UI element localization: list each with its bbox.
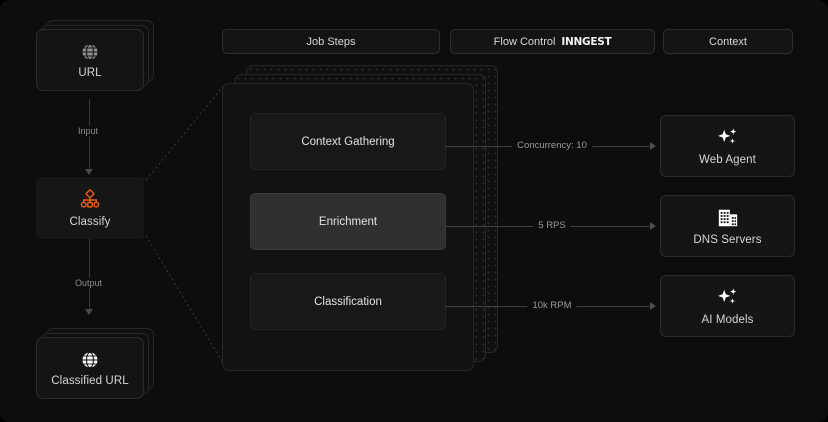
connector-arrow-rps (650, 222, 656, 230)
input-connector-label: Input (74, 126, 103, 136)
step-enrichment-label: Enrichment (318, 215, 378, 228)
classify-node-label: Classify (69, 215, 111, 228)
step-enrichment[interactable]: Enrichment (250, 193, 446, 250)
url-card-label: URL (78, 66, 102, 79)
tab-job-steps-label: Job Steps (306, 35, 356, 48)
connector-arrow-rpm (650, 302, 656, 310)
connector-label-rpm: 10k RPM (527, 300, 577, 311)
step-context-gathering-label: Context Gathering (301, 135, 395, 148)
classify-node[interactable]: Classify (36, 177, 144, 239)
tab-job-steps[interactable]: Job Steps (222, 29, 440, 54)
job-steps-panel: Context Gathering Enrichment Classificat… (222, 83, 474, 371)
output-connector-arrow (85, 309, 93, 315)
server-building-icon (716, 207, 740, 229)
classify-hierarchy-icon (79, 188, 101, 211)
sparkles-icon (715, 127, 741, 149)
resource-card-dns-servers[interactable]: DNS Servers (660, 195, 795, 257)
job-steps-panel-stack: Context Gathering Enrichment Classificat… (222, 65, 512, 371)
sparkles-icon (715, 287, 741, 309)
resource-card-dns-servers-label: DNS Servers (693, 233, 762, 246)
tab-context-label: Context (709, 35, 747, 48)
classified-url-card-stack[interactable]: Classified URL (36, 328, 154, 401)
classified-url-card-label: Classified URL (51, 374, 129, 387)
tab-flow-control-label: Flow Control (493, 35, 556, 48)
output-connector-label: Output (71, 278, 107, 288)
inngest-wordmark: INNGEST (561, 35, 612, 48)
tab-context[interactable]: Context (663, 29, 793, 54)
input-connector-arrow (85, 169, 93, 175)
step-classification[interactable]: Classification (250, 273, 446, 330)
connector-arrow-concurrency (650, 142, 656, 150)
resource-card-web-agent[interactable]: Web Agent (660, 115, 795, 177)
connector-label-rps: 5 RPS (533, 220, 571, 231)
classified-url-card[interactable]: Classified URL (36, 337, 144, 399)
step-classification-label: Classification (314, 295, 382, 308)
url-card-stack[interactable]: URL (36, 20, 154, 93)
resource-card-web-agent-label: Web Agent (699, 153, 756, 166)
connector-label-concurrency: Concurrency: 10 (512, 140, 592, 151)
output-connector-line (89, 239, 90, 311)
resource-card-ai-models-label: AI Models (701, 313, 754, 326)
left-flow-column: URL Input Classify (0, 0, 210, 422)
globe-icon (80, 42, 100, 62)
url-card[interactable]: URL (36, 29, 144, 91)
resource-card-ai-models[interactable]: AI Models (660, 275, 795, 337)
globe-icon (80, 350, 100, 370)
step-context-gathering[interactable]: Context Gathering (250, 113, 446, 170)
tab-flow-control[interactable]: Flow Control INNGEST (450, 29, 655, 54)
